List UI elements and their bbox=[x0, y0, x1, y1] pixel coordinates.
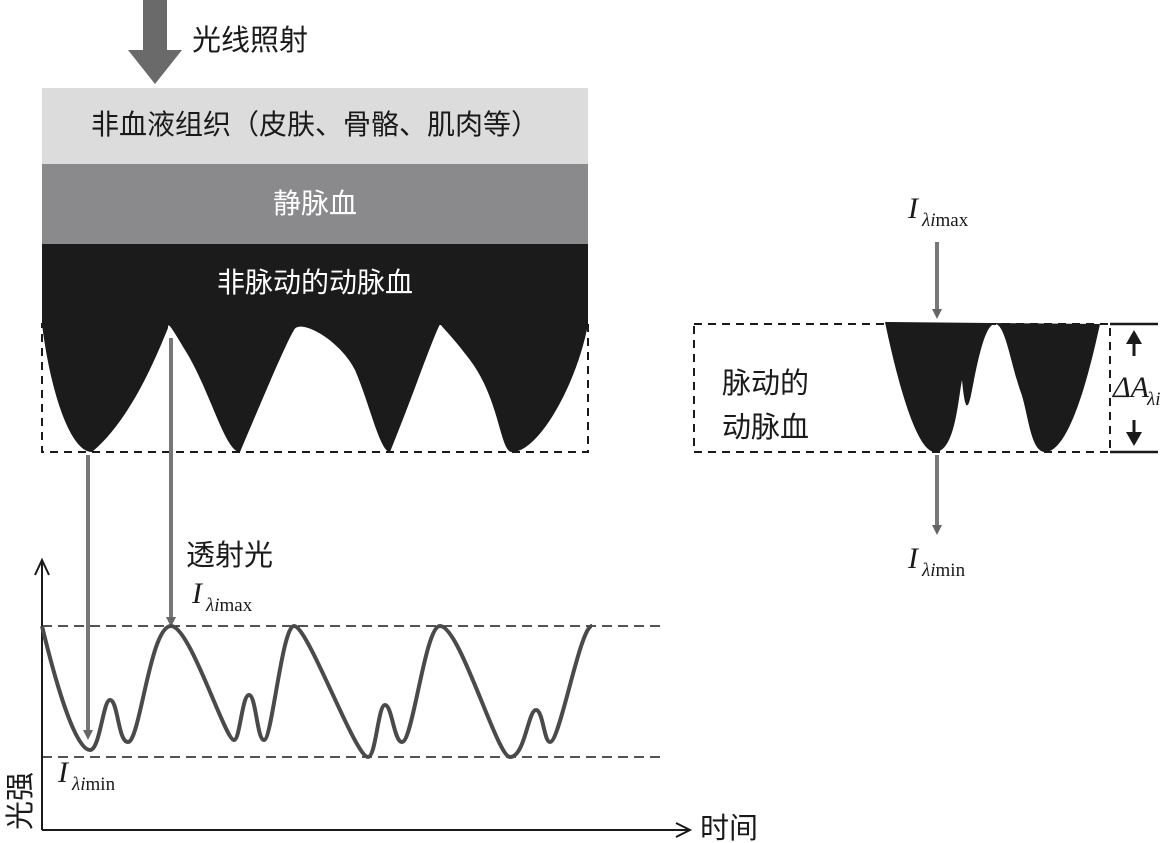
layer-nonpulsatile-arterial bbox=[42, 244, 588, 324]
svg-text:λimin: λimin bbox=[921, 560, 966, 581]
imax-label-right: I λimax bbox=[907, 192, 969, 231]
light-input-label: 光线照射 bbox=[192, 23, 308, 57]
layer-non-blood-label: 非血液组织（皮肤、骨骼、肌肉等） bbox=[91, 108, 539, 141]
layer-venous-blood bbox=[42, 164, 588, 244]
svg-text:I: I bbox=[191, 577, 204, 610]
imax-label-chart: I λimax bbox=[191, 577, 253, 616]
pulsatile-blood-shape bbox=[42, 324, 588, 452]
right-pulsatile-shape bbox=[885, 322, 1100, 452]
x-axis-label: 时间 bbox=[700, 811, 758, 843]
transmitted-light-label: 透射光 bbox=[186, 538, 273, 572]
svg-text:光强: 光强 bbox=[3, 772, 37, 830]
incoming-light-arrow bbox=[128, 0, 182, 84]
pulsatile-region-border bbox=[41, 323, 589, 453]
delta-a-label: ΔA λi bbox=[1112, 371, 1161, 410]
svg-text:I: I bbox=[57, 756, 70, 789]
intensity-waveform bbox=[40, 623, 594, 760]
layer-non-blood-tissue bbox=[42, 88, 588, 164]
pulsatile-label-line1: 脉动的 bbox=[722, 366, 809, 400]
x-axis-arrowhead bbox=[675, 822, 693, 838]
y-axis-label: 光强 bbox=[3, 772, 37, 830]
svg-text:λimax: λimax bbox=[921, 210, 969, 231]
delta-bracket bbox=[1110, 322, 1158, 454]
svg-text:λimax: λimax bbox=[205, 595, 253, 616]
y-axis-arrowhead bbox=[34, 557, 50, 576]
svg-text:I: I bbox=[907, 542, 920, 575]
svg-text:ΔA: ΔA bbox=[1112, 371, 1150, 404]
svg-text:λimin: λimin bbox=[71, 774, 116, 795]
layer-nonpulsatile-label: 非脉动的动脉血 bbox=[217, 266, 413, 299]
pulsatile-label-line2: 动脉血 bbox=[722, 410, 809, 444]
layer-venous-label: 静脉血 bbox=[273, 187, 357, 220]
imin-label-right: I λimin bbox=[907, 542, 966, 581]
right-detail-box bbox=[693, 323, 1111, 453]
svg-text:I: I bbox=[907, 192, 920, 225]
imin-label-chart: I λimin bbox=[57, 756, 116, 795]
svg-text:λi: λi bbox=[1146, 389, 1161, 410]
